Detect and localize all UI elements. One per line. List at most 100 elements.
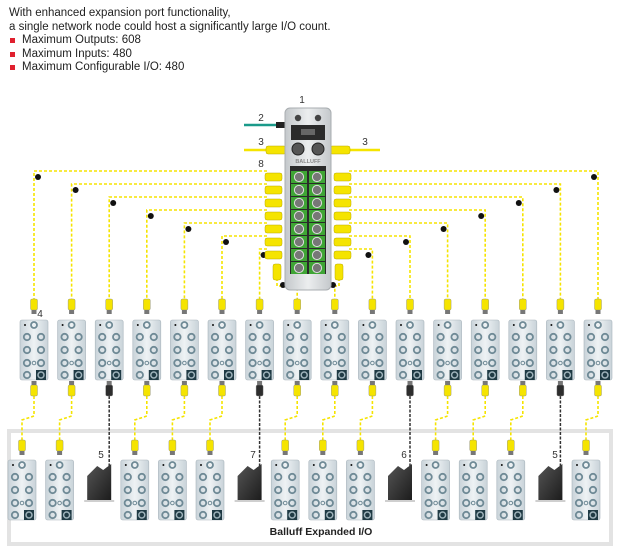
center-led-icon	[282, 500, 288, 506]
port-icon	[582, 461, 590, 469]
plug-nut	[445, 310, 451, 314]
port-icon	[368, 321, 377, 329]
device-base	[84, 500, 115, 502]
cable-left-7	[276, 268, 299, 310]
plug-nut	[144, 381, 150, 385]
hub-body	[358, 319, 387, 381]
port-icon	[363, 485, 372, 495]
cable-left-3	[146, 209, 267, 310]
port-icon	[361, 370, 370, 380]
port-icon	[525, 358, 534, 368]
ferrite-bead-icon	[147, 213, 154, 219]
plug-nut	[369, 381, 375, 385]
hub-body	[170, 319, 199, 381]
port-icon	[135, 332, 144, 342]
port-icon	[123, 498, 132, 508]
led-icon	[475, 324, 478, 326]
cable-left-6	[258, 248, 267, 310]
port-icon	[224, 345, 234, 355]
port-icon	[488, 332, 497, 342]
plug-body	[131, 439, 139, 452]
port-icon	[175, 485, 184, 495]
port-icon	[424, 510, 433, 520]
port-icon	[318, 461, 327, 469]
plug-body	[67, 298, 76, 311]
center-led-icon	[370, 360, 375, 366]
port-icon	[549, 358, 558, 368]
port-icon	[375, 332, 384, 342]
hub-output-plug-0	[30, 381, 38, 397]
cable-right-5	[349, 235, 411, 310]
expanded-io-label: Balluff Expanded I/O	[270, 526, 373, 538]
plug-body	[281, 439, 289, 452]
led-icon	[350, 464, 353, 466]
plug-body	[206, 439, 214, 452]
port-icon	[210, 345, 220, 355]
center-led-icon	[69, 360, 74, 366]
port-icon	[588, 510, 598, 520]
port-icon	[476, 498, 485, 508]
callout-device-left: 5	[98, 450, 104, 461]
port-icon	[262, 358, 271, 368]
plug-nut	[482, 381, 488, 385]
port-icon	[60, 332, 69, 342]
m12-port-icon	[311, 184, 323, 196]
center-led-icon	[207, 500, 213, 506]
callout-network-cable: 2	[258, 113, 264, 124]
port-icon	[363, 498, 372, 508]
led-icon	[136, 324, 139, 326]
port-icon	[262, 332, 271, 342]
port-icon	[474, 370, 483, 380]
port-icon	[48, 498, 57, 508]
led-icon	[287, 324, 290, 326]
port-icon	[150, 371, 158, 379]
intro-line-2: a single network node could host a signi…	[9, 20, 331, 33]
plug-nut	[106, 381, 112, 385]
port-icon	[513, 498, 522, 508]
port-icon	[412, 358, 422, 368]
ferrite-bead-icon	[35, 174, 41, 180]
port-icon	[462, 510, 471, 520]
port-icon	[187, 332, 196, 342]
port-icon	[574, 498, 584, 508]
status-led-icon	[314, 114, 322, 122]
plug-body	[143, 298, 151, 311]
m12-port-icon	[311, 249, 323, 261]
cable-left-5	[221, 235, 267, 310]
port-icon	[161, 472, 170, 482]
port-icon	[286, 370, 295, 380]
brand-label: BALLUFF	[295, 159, 321, 165]
port-icon	[506, 461, 515, 469]
port-icon	[10, 510, 20, 520]
port-icon	[62, 472, 71, 482]
port-icon	[224, 358, 234, 368]
upper-hub-10	[395, 319, 425, 381]
port-icon	[98, 332, 107, 342]
led-icon	[49, 464, 52, 466]
port-icon	[30, 321, 38, 329]
power-port-icon	[311, 142, 325, 156]
plug-body	[255, 384, 264, 397]
m12-port-icon	[293, 262, 305, 274]
device-body	[538, 464, 563, 500]
port-icon	[330, 321, 339, 329]
port-icon	[424, 485, 433, 495]
plug-nut	[332, 310, 338, 314]
port-icon	[123, 485, 132, 495]
lower-plug-4	[168, 439, 177, 455]
hub-output-plug-10	[406, 381, 414, 397]
spec-max-outputs: Maximum Outputs: 608	[9, 34, 331, 48]
port-icon	[549, 332, 558, 342]
port-icon	[438, 511, 447, 519]
port-icon	[48, 510, 57, 520]
port-icon	[288, 511, 296, 519]
device-base	[385, 500, 415, 502]
port-icon	[323, 358, 332, 368]
port-icon	[349, 510, 358, 520]
port-icon	[18, 461, 26, 469]
cable-left-0	[33, 170, 267, 310]
port-icon	[412, 345, 422, 355]
port-icon	[175, 472, 184, 482]
lower-hub-13	[496, 459, 526, 521]
center-led-icon	[219, 360, 225, 366]
